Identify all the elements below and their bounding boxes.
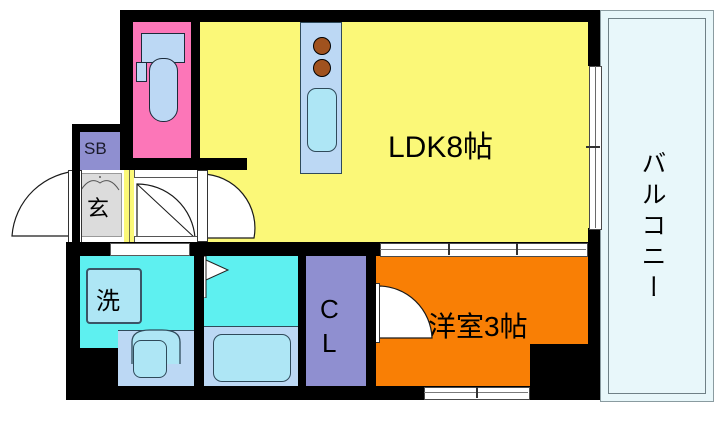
closet-label-top: C bbox=[320, 294, 339, 324]
ldk-bedroom-partition-mullion-1 bbox=[448, 243, 450, 255]
room-meter-box bbox=[80, 131, 120, 170]
wall-right-bedroom-foot bbox=[530, 344, 600, 400]
wall-bath-closet bbox=[298, 256, 306, 388]
meter-box-label: SB bbox=[84, 139, 107, 158]
toilet-flush-lever-icon bbox=[136, 62, 147, 82]
bathtub-icon bbox=[213, 334, 291, 382]
wall-toilet-right bbox=[191, 10, 200, 170]
ldk-door-swing-icon bbox=[201, 173, 256, 239]
room-ldk bbox=[200, 22, 600, 242]
room-closet bbox=[306, 256, 366, 388]
wall-washroom-notch bbox=[74, 348, 118, 388]
wall-right-upper bbox=[588, 10, 600, 66]
washer-label: 洗 bbox=[96, 288, 120, 315]
washing-machine-pan-icon bbox=[86, 268, 142, 324]
stove-burner-front-icon bbox=[313, 59, 331, 77]
stove-burner-rear-icon bbox=[313, 37, 331, 55]
closet-label-bottom: L bbox=[322, 328, 337, 358]
ldk-balcony-sliding-handle bbox=[586, 146, 600, 148]
room-label-ldk: LDK8帖 bbox=[388, 131, 494, 164]
ldk-bedroom-partition-mullion-2 bbox=[516, 243, 518, 255]
washroom-entry-opening[interactable] bbox=[110, 243, 190, 256]
wall-ldk-bedroom-left bbox=[366, 242, 380, 256]
wall-ldk-bedroom-right bbox=[586, 242, 600, 256]
toilet-bowl-icon bbox=[149, 58, 178, 122]
wall-top bbox=[120, 10, 600, 22]
room-balcony bbox=[600, 10, 714, 402]
ldk-door-leaf bbox=[197, 170, 208, 242]
room-label-bedroom: 洋室3帖 bbox=[428, 311, 528, 342]
wall-toilet-left bbox=[120, 10, 133, 170]
entry-threshold-marks bbox=[80, 176, 120, 191]
hallway-strip-line bbox=[129, 170, 130, 242]
ldk-bedroom-partition[interactable] bbox=[380, 243, 588, 257]
room-label-entry: 玄 bbox=[87, 196, 110, 221]
ldk-bedroom-partition-rail bbox=[380, 249, 586, 250]
bedroom-south-window-mullion bbox=[476, 387, 478, 398]
wall-sb-bottom bbox=[72, 166, 80, 174]
kitchen-sink-basin bbox=[307, 88, 337, 152]
room-label-balcony: バルコニー bbox=[638, 150, 666, 305]
wall-closet-bedroom bbox=[366, 256, 376, 388]
washroom-door-swing-icon bbox=[136, 183, 196, 239]
vanity-sink-bowl-icon bbox=[133, 340, 167, 378]
wall-washroom-bath bbox=[194, 256, 204, 388]
wall-sb-left bbox=[72, 124, 80, 242]
wall-toilet-bottom bbox=[120, 158, 200, 170]
bedroom-door-swing-icon bbox=[377, 285, 433, 339]
wall-corridor-top bbox=[191, 158, 247, 170]
balcony-inner-edge bbox=[608, 18, 706, 394]
entrance-door-swing-icon bbox=[11, 170, 81, 237]
wall-sb-top bbox=[72, 124, 128, 132]
